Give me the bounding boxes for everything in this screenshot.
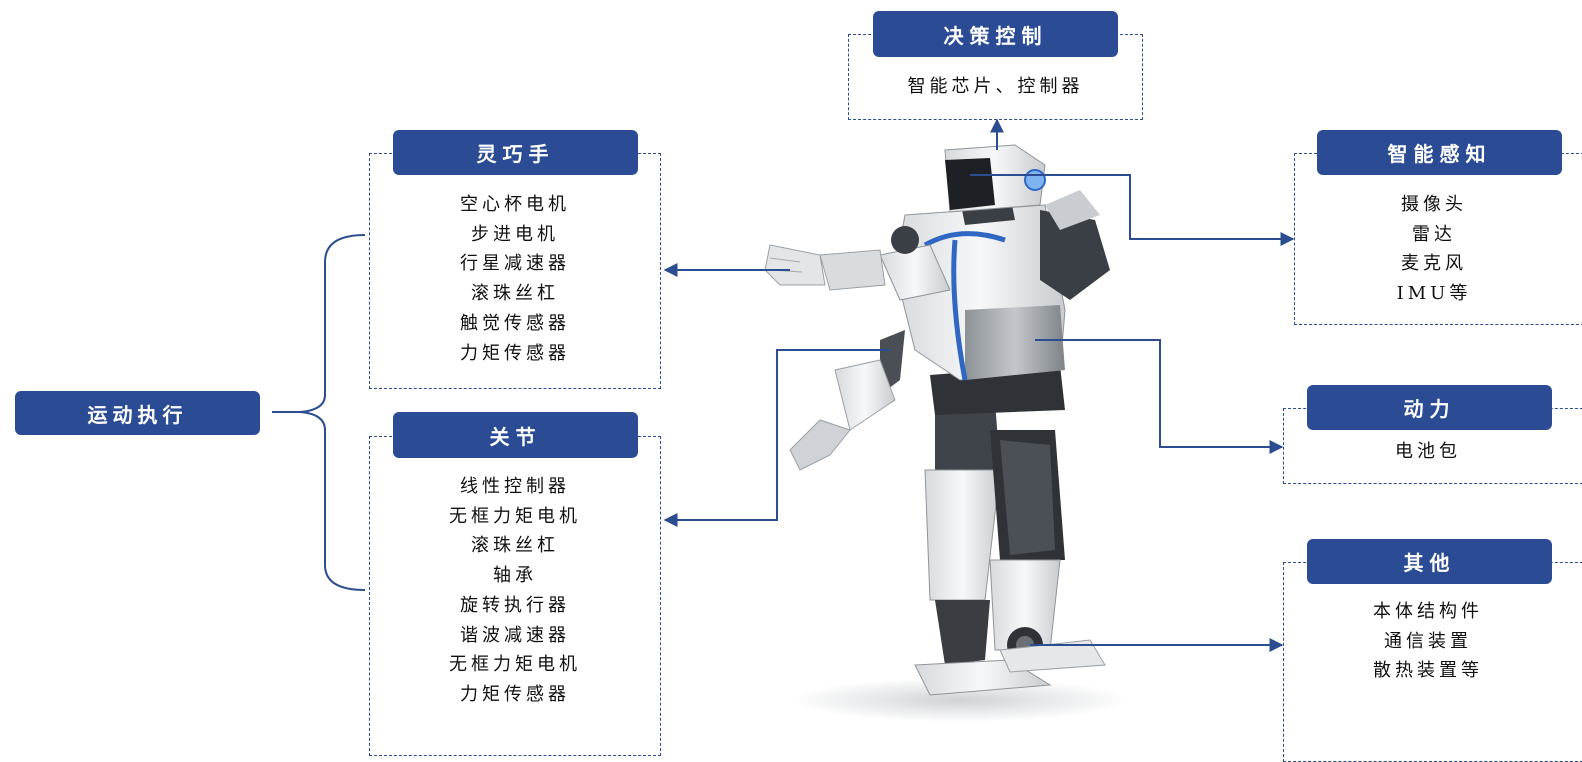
list-item: 无框力矩电机: [449, 505, 581, 527]
list-item: 行星减速器: [460, 253, 570, 275]
joint-title: 关节: [393, 412, 638, 458]
list-item: 散热装置等: [1373, 660, 1483, 682]
other-items: 本体结构件 通信装置 散热装置等: [1283, 597, 1573, 686]
list-item: 摄像头: [1401, 194, 1467, 215]
list-item: 力矩传感器: [460, 683, 570, 705]
dexterous-hand-title: 灵巧手: [393, 130, 638, 175]
connector-lines: [272, 118, 1295, 652]
list-item: 本体结构件: [1373, 601, 1483, 622]
list-item: 雷达: [1412, 223, 1456, 245]
list-item: 触觉传感器: [460, 312, 570, 334]
list-item: 步进电机: [471, 223, 559, 245]
list-item: 电池包: [1395, 441, 1461, 462]
perception-title: 智能感知: [1317, 130, 1562, 175]
list-item: 力矩传感器: [460, 342, 570, 364]
list-item: 无框力矩电机: [449, 654, 581, 676]
power-title: 动力: [1307, 385, 1552, 430]
list-item: 滚珠丝杠: [471, 535, 559, 557]
list-item: 空心杯电机: [460, 194, 570, 215]
decision-control-title: 决策控制: [873, 11, 1118, 57]
perception-items: 摄像头 雷达 麦克风 IMU等: [1294, 190, 1574, 309]
other-title: 其他: [1307, 539, 1552, 584]
dexterous-hand-items: 空心杯电机 步进电机 行星减速器 滚珠丝杠 触觉传感器 力矩传感器: [369, 190, 661, 368]
list-item: 通信装置: [1384, 630, 1472, 652]
list-item: 轴承: [493, 565, 537, 587]
motion-execution-label: 运动执行: [15, 391, 260, 435]
list-item: 旋转执行器: [460, 594, 570, 616]
decision-control-items: 智能芯片、控制器: [848, 72, 1143, 102]
list-item: 麦克风: [1401, 253, 1467, 275]
list-item: 线性控制器: [460, 476, 570, 497]
list-item: 滚珠丝杠: [471, 283, 559, 305]
diagram-canvas: [272, 118, 1295, 722]
list-item: 智能芯片、控制器: [907, 76, 1084, 97]
humanoid-robot-illustration: [764, 144, 1130, 722]
joint-items: 线性控制器 无框力矩电机 滚珠丝杠 轴承 旋转执行器 谐波减速器 无框力矩电机 …: [369, 472, 661, 710]
power-items: 电池包: [1283, 437, 1573, 467]
list-item: IMU等: [1396, 283, 1472, 305]
list-item: 谐波减速器: [460, 624, 570, 646]
